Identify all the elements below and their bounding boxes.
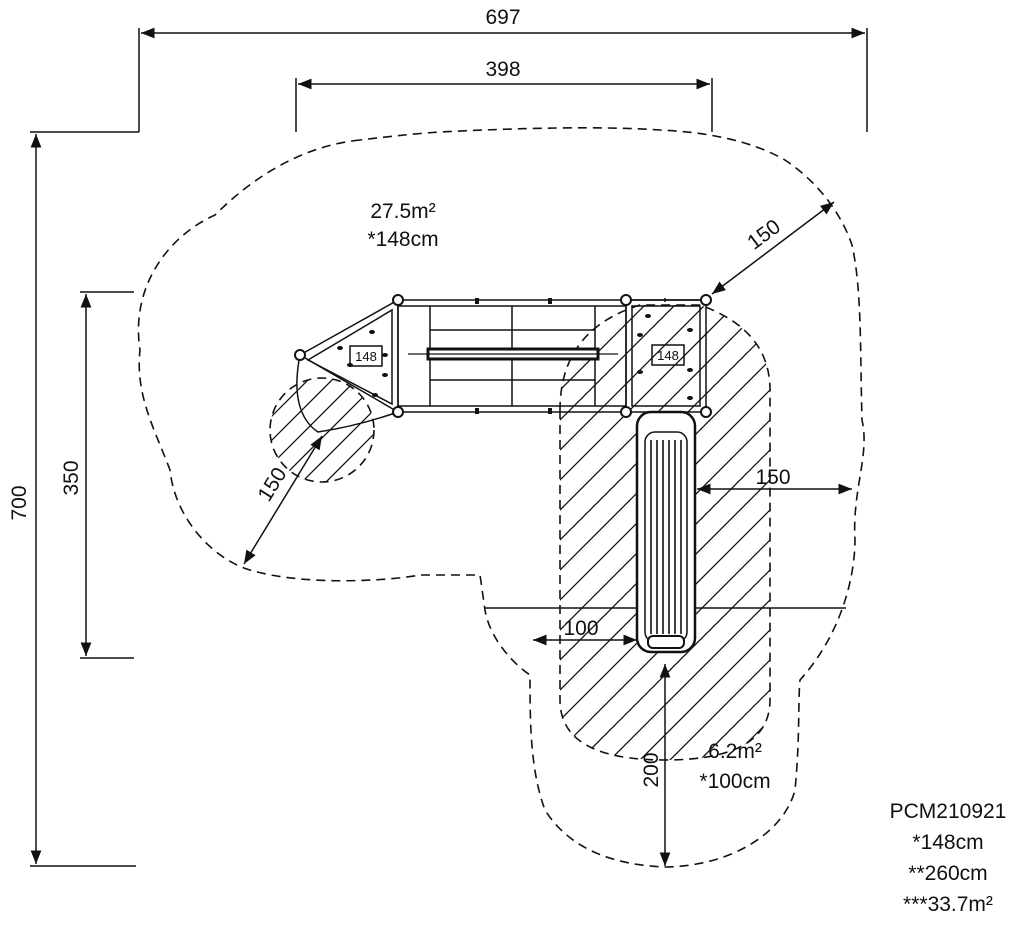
- hatch-line: [629, 305, 770, 760]
- left-platform-tag: 148: [355, 349, 377, 364]
- main-area-label: 27.5m²: [370, 200, 435, 223]
- left-zone-outline: [269, 377, 375, 483]
- hatch-line: [155, 375, 265, 485]
- hatch-line: [370, 378, 374, 482]
- spec-area: ***33.7m²: [903, 893, 993, 916]
- hatch-line: [569, 305, 770, 760]
- hatch-line: [560, 305, 770, 760]
- hatch-line: [599, 305, 770, 760]
- main-height-label: *148cm: [367, 228, 438, 251]
- hatch-line: [689, 305, 770, 760]
- left-curved-rail: [296, 354, 399, 433]
- hatch-line: [270, 378, 338, 482]
- slide: [635, 410, 697, 654]
- hatch-line: [560, 305, 770, 760]
- dim-overall-width: 697: [485, 6, 520, 29]
- slide-area-label: 6.2m²: [708, 740, 762, 763]
- hatch-line: [560, 305, 591, 760]
- hatch-line: [560, 305, 741, 760]
- dim-slide-exit: 200: [640, 752, 663, 787]
- dim-left-clearance: 150: [253, 464, 291, 506]
- slide-zone-outline: [559, 304, 771, 761]
- hatch-line: [560, 305, 651, 760]
- hatch-line: [560, 305, 770, 760]
- dim-right-clearance: 150: [743, 215, 785, 254]
- hatch-line: [719, 305, 770, 760]
- hatch-line: [322, 378, 374, 482]
- slide-height-label: *100cm: [699, 770, 770, 793]
- dim-inner-width: 398: [485, 58, 520, 81]
- hatch-line: [560, 305, 770, 760]
- spec-code: PCM210921: [890, 800, 1007, 823]
- spec-height-1: *148cm: [912, 831, 983, 854]
- left-zone-hatch: [155, 375, 374, 485]
- spec-height-2: **260cm: [908, 862, 987, 885]
- dim-slide-side: 100: [563, 617, 598, 640]
- hatch-line: [560, 305, 770, 760]
- play-structure: [294, 294, 712, 654]
- hatch-line: [560, 305, 770, 760]
- dim-left-height: 350: [60, 460, 83, 495]
- hatch-line: [659, 305, 770, 760]
- right-platform-tag: 148: [657, 348, 679, 363]
- dim-right-side-clearance: 150: [755, 466, 790, 489]
- hatch-line: [560, 305, 621, 760]
- slide-zone-hatch: [560, 305, 770, 760]
- hatch-line: [560, 305, 561, 760]
- hatch-line: [749, 305, 770, 760]
- hatch-line: [560, 305, 681, 760]
- hatch-line: [270, 378, 314, 482]
- safety-zone-outline: [137, 127, 865, 868]
- hatch-line: [560, 305, 770, 760]
- hatch-line: [270, 378, 362, 482]
- dim-overall-height: 700: [8, 485, 31, 520]
